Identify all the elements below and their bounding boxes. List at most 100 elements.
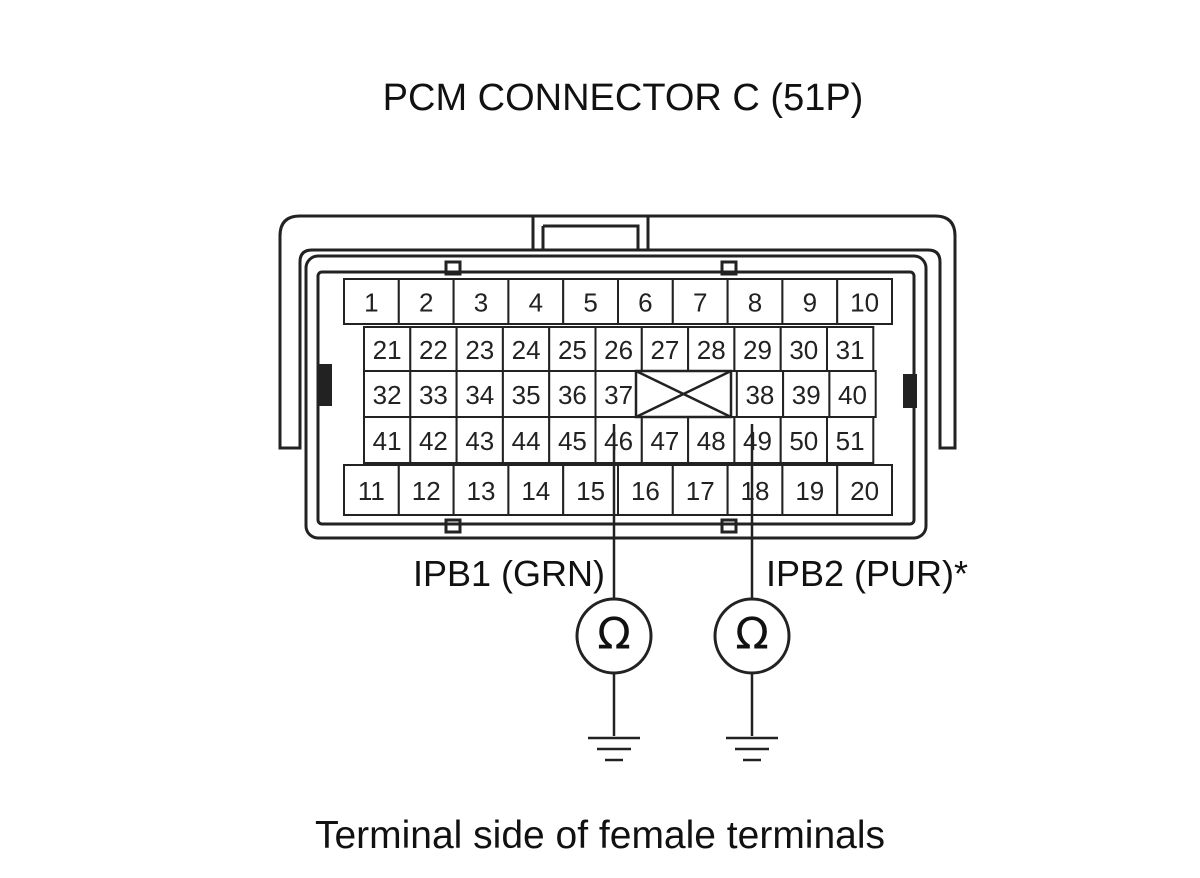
terminal-cell-7 <box>671 278 729 325</box>
terminal-number-33: 33 <box>419 380 448 410</box>
terminal-cell-9 <box>781 278 839 325</box>
terminal-cell-33 <box>409 370 458 418</box>
terminal-number-14: 14 <box>521 476 550 506</box>
terminal-number-37: 37 <box>604 380 633 410</box>
terminal-number-4: 4 <box>529 288 543 318</box>
terminal-number-44: 44 <box>512 426 541 456</box>
diagram-title: PCM CONNECTOR C (51P) <box>383 77 864 119</box>
terminal-number-12: 12 <box>412 476 441 506</box>
terminal-number-7: 7 <box>693 288 707 318</box>
terminal-cell-37 <box>594 370 643 418</box>
terminal-cell-40 <box>828 370 877 418</box>
terminal-number-25: 25 <box>558 335 587 365</box>
terminal-number-8: 8 <box>748 288 762 318</box>
terminal-cell-4 <box>507 278 565 325</box>
terminal-number-9: 9 <box>803 288 817 318</box>
terminal-number-41: 41 <box>373 426 402 456</box>
terminal-cell-20 <box>836 464 894 516</box>
terminal-cell-32 <box>363 370 412 418</box>
terminal-number-35: 35 <box>512 380 541 410</box>
terminal-cell-22 <box>409 326 458 372</box>
terminal-cell-51 <box>826 416 875 464</box>
terminal-number-45: 45 <box>558 426 587 456</box>
terminal-number-47: 47 <box>650 426 679 456</box>
terminal-number-29: 29 <box>743 335 772 365</box>
terminal-cell-17 <box>671 464 729 516</box>
terminal-number-26: 26 <box>604 335 633 365</box>
terminal-cell-23 <box>455 326 504 372</box>
terminal-number-32: 32 <box>373 380 402 410</box>
terminal-number-49: 49 <box>743 426 772 456</box>
terminal-cell-44 <box>501 416 551 464</box>
terminal-cell-10 <box>836 278 894 325</box>
terminal-number-22: 22 <box>419 335 448 365</box>
terminal-number-34: 34 <box>465 380 494 410</box>
terminal-number-40: 40 <box>838 380 867 410</box>
terminal-number-31: 31 <box>836 335 865 365</box>
key-top-right <box>720 260 738 276</box>
terminal-number-16: 16 <box>631 476 660 506</box>
key-bottom-left <box>444 518 462 534</box>
terminal-cell-45 <box>548 416 597 464</box>
terminal-cell-26 <box>594 326 643 372</box>
terminal-number-39: 39 <box>792 380 821 410</box>
probe-label-ipb1: IPB1 (GRN) <box>413 553 605 594</box>
terminal-cell-42 <box>409 416 458 464</box>
probe-label-ipb2: IPB2 (PUR)* <box>766 553 968 594</box>
terminal-number-10: 10 <box>850 288 879 318</box>
terminal-cell-47 <box>640 416 690 464</box>
terminal-cell-18 <box>726 464 784 516</box>
ground-icon <box>588 736 640 762</box>
terminal-number-51: 51 <box>836 426 865 456</box>
terminal-number-13: 13 <box>467 476 496 506</box>
terminal-cell-36 <box>548 370 597 418</box>
terminal-number-20: 20 <box>850 476 879 506</box>
terminal-number-21: 21 <box>373 335 402 365</box>
terminal-cell-3 <box>452 278 510 325</box>
terminal-cell-21 <box>363 326 412 372</box>
terminal-cell-39 <box>782 370 831 418</box>
terminal-number-23: 23 <box>465 335 494 365</box>
terminal-number-6: 6 <box>638 288 652 318</box>
terminal-cell-8 <box>726 278 784 325</box>
terminal-number-42: 42 <box>419 426 448 456</box>
terminal-number-1: 1 <box>364 288 378 318</box>
terminal-number-24: 24 <box>512 335 541 365</box>
terminal-number-46: 46 <box>604 426 633 456</box>
diagram-caption: Terminal side of female terminals <box>315 814 885 857</box>
terminal-cell-6 <box>617 278 674 325</box>
terminal-number-36: 36 <box>558 380 587 410</box>
housing-outer-shell <box>278 214 957 450</box>
terminal-cell-31 <box>826 326 875 372</box>
probe-ipb1 <box>575 424 653 762</box>
terminal-number-3: 3 <box>474 288 488 318</box>
probe-ipb2 <box>713 424 791 762</box>
terminal-cell-49 <box>733 416 782 464</box>
terminal-number-17: 17 <box>686 476 715 506</box>
ground-icon <box>726 736 778 762</box>
key-bottom-right <box>720 518 738 534</box>
terminal-number-11: 11 <box>358 476 385 506</box>
terminal-number-2: 2 <box>419 288 433 318</box>
terminal-number-50: 50 <box>789 426 818 456</box>
terminal-number-43: 43 <box>465 426 494 456</box>
blank-cavity <box>634 369 733 419</box>
latch-left <box>318 364 332 406</box>
terminal-number-38: 38 <box>745 380 774 410</box>
housing-inner-body <box>304 254 928 540</box>
terminal-number-27: 27 <box>650 335 679 365</box>
terminal-number-30: 30 <box>789 335 818 365</box>
terminal-number-48: 48 <box>697 426 726 456</box>
terminal-cell-5 <box>562 278 620 325</box>
terminal-cell-13 <box>452 464 510 516</box>
terminal-number-18: 18 <box>741 476 770 506</box>
terminal-cell-15 <box>562 464 620 516</box>
terminal-number-5: 5 <box>583 288 597 318</box>
ohm-symbol-ipb1: Ω <box>597 609 631 660</box>
key-top-left <box>444 260 462 276</box>
terminal-number-15: 15 <box>576 476 605 506</box>
terminal-cell-27 <box>640 326 690 372</box>
locking-tab <box>531 216 650 250</box>
